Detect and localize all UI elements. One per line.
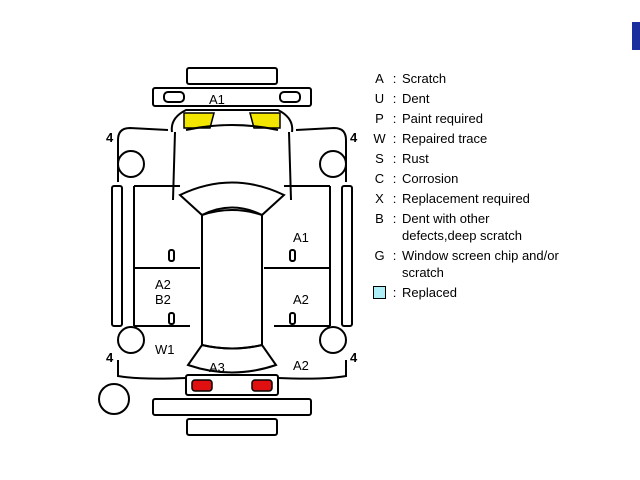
- legend-desc: Corrosion: [402, 171, 459, 186]
- front-right-tire: [319, 150, 347, 178]
- legend-sep: :: [392, 131, 397, 146]
- legend-sep: :: [392, 111, 397, 126]
- headlight-right: [279, 91, 301, 103]
- tire-label-front-left: 4: [106, 130, 114, 145]
- label-left-rear-fender: W1: [155, 342, 175, 357]
- replaced-swatch-wrap: [372, 284, 387, 303]
- car-damage-diagram: 4 4 4 4 A1 A1 A2 B2 A2 W1 A3 A2: [98, 67, 358, 436]
- legend-row: S: Rust: [372, 150, 562, 167]
- legend-desc: Repaired trace: [402, 131, 488, 146]
- legend-desc: Dent with other defects,deep scratch: [402, 211, 522, 243]
- a-pillar-left: [172, 131, 176, 201]
- legend-row: A: Scratch: [372, 70, 562, 87]
- legend-desc: Paint required: [402, 111, 483, 126]
- front-left-tire: [117, 150, 145, 178]
- label-left-rear-door-1: A2: [155, 277, 171, 292]
- rear-right-tire: [319, 326, 347, 354]
- right-rear-quarter: [277, 360, 347, 380]
- legend-row: B: Dent with other defects,deep scratch: [372, 210, 562, 244]
- label-right-front-door: A1: [293, 230, 309, 245]
- label-right-rear-door: A2: [293, 292, 309, 307]
- legend-row: C: Corrosion: [372, 170, 562, 187]
- legend-code: G: [374, 248, 385, 263]
- right-side-sill: [341, 185, 353, 327]
- left-front-fender-top: [117, 126, 169, 182]
- replaced-swatch: [373, 286, 386, 299]
- legend-code: A: [375, 71, 384, 86]
- legend-sep: :: [392, 285, 397, 300]
- rear-replacement-required-right: [251, 379, 273, 392]
- legend-code: S: [375, 151, 384, 166]
- legend-sep: :: [392, 151, 397, 166]
- legend-row: P: Paint required: [372, 110, 562, 127]
- legend-code: B: [375, 211, 384, 226]
- rear-bumper-bottom-bar: [186, 418, 278, 436]
- headlight-left: [163, 91, 185, 103]
- legend-desc: Replacement required: [402, 191, 530, 206]
- legend-row: W: Repaired trace: [372, 130, 562, 147]
- legend-desc: Replaced: [402, 285, 457, 300]
- windshield: [178, 181, 286, 217]
- roof: [201, 209, 263, 350]
- rear-replacement-required-left: [191, 379, 213, 392]
- legend-row: X: Replacement required: [372, 190, 562, 207]
- label-right-rear-fender: A2: [293, 358, 309, 373]
- legend-desc: Scratch: [402, 71, 447, 86]
- right-front-door-handle: [289, 249, 296, 262]
- legend-row: G: Window screen chip and/or scratch: [372, 247, 562, 281]
- label-front-bumper: A1: [209, 92, 225, 107]
- legend-sep: :: [392, 248, 397, 263]
- legend-desc: Dent: [402, 91, 430, 106]
- label-rear-bumper: A3: [209, 360, 225, 375]
- front-bumper-top-bar: [186, 67, 278, 85]
- label-left-rear-door-2: B2: [155, 292, 171, 307]
- front-bumper: [152, 87, 312, 107]
- legend-code: W: [373, 131, 386, 146]
- legend-row: U: Dent: [372, 90, 562, 107]
- cowl-line: [185, 124, 279, 131]
- tire-label-rear-left: 4: [106, 350, 114, 365]
- tire-label-rear-right: 4: [350, 350, 358, 365]
- right-rear-door-handle: [289, 312, 296, 325]
- legend-code: C: [374, 171, 385, 186]
- legend-sep: :: [392, 171, 397, 186]
- corner-accent-mark: [632, 22, 640, 50]
- rear-window: [186, 343, 278, 374]
- left-front-door-handle: [168, 249, 175, 262]
- tire-label-front-right: 4: [350, 130, 358, 145]
- rear-left-tire: [117, 326, 145, 354]
- legend-desc: Rust: [402, 151, 429, 166]
- hood-edge: [170, 109, 294, 133]
- legend-sep: :: [392, 211, 397, 226]
- legend-sep: :: [392, 91, 397, 106]
- legend-row-replaced: : Replaced: [372, 284, 562, 303]
- legend-code: P: [375, 111, 384, 126]
- right-front-fender-top: [295, 126, 347, 182]
- legend-desc: Window screen chip and/or scratch: [402, 248, 559, 280]
- legend-sep: :: [392, 191, 397, 206]
- legend-code: U: [374, 91, 385, 106]
- left-rear-quarter: [117, 360, 187, 380]
- spare-tire: [98, 383, 130, 415]
- front-paint-required-left: [183, 112, 215, 129]
- left-side-sill: [111, 185, 123, 327]
- legend-code: X: [375, 191, 384, 206]
- rear-bumper-lower: [152, 398, 312, 416]
- left-rear-door-handle: [168, 312, 175, 325]
- front-paint-required-right: [249, 112, 281, 129]
- legend-sep: :: [392, 71, 397, 86]
- a-pillar-right: [288, 131, 292, 201]
